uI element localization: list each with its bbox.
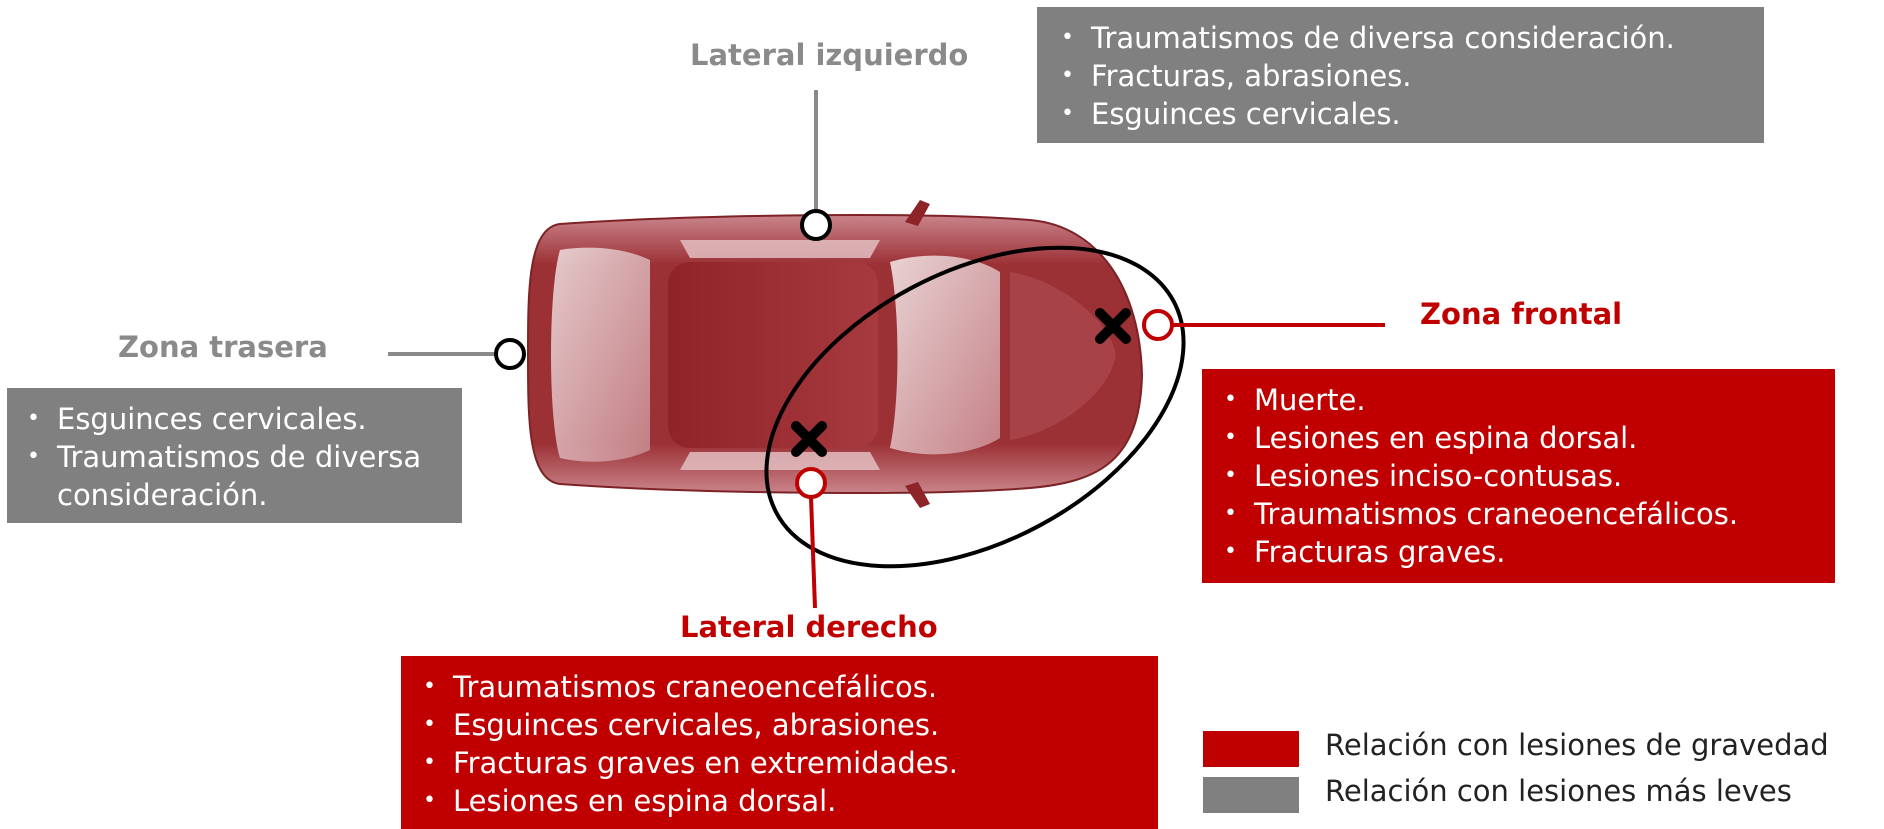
injury-item: Lesiones en espina dorsal. [413, 782, 1146, 820]
side-window-right [680, 452, 880, 470]
impact-ellipse [764, 245, 1186, 569]
injury-box-left-side: Traumatismos de diversa consideración. F… [1037, 7, 1764, 143]
injury-item: Traumatismos de diversa consideración. [1051, 19, 1750, 57]
impact-cross-right [791, 421, 827, 457]
injury-item: Fracturas, abrasiones. [1051, 57, 1750, 95]
impact-cross-front [1095, 308, 1131, 344]
injury-item: Traumatismos craneoencefálicos. [413, 668, 1146, 706]
legend-swatch-severe [1203, 731, 1299, 767]
legend-swatch-mild [1203, 777, 1299, 813]
connector-right-side [809, 496, 817, 609]
mirror-right [905, 482, 930, 508]
side-window-left [680, 240, 880, 258]
car-top-view [527, 200, 1144, 508]
marker-front [1142, 309, 1174, 341]
label-right-side: Lateral derecho [680, 610, 938, 644]
injury-item: Lesiones inciso-contusas. [1214, 457, 1823, 495]
injury-item: Traumatismos craneoencefálicos. [1214, 495, 1823, 533]
injury-item: Esguinces cervicales. [17, 400, 452, 438]
windshield [890, 255, 1000, 455]
injury-item: Lesiones en espina dorsal. [1214, 419, 1823, 457]
injury-item: Esguinces cervicales. [1051, 95, 1750, 133]
marker-rear [494, 338, 526, 370]
injury-item: Fracturas graves. [1214, 533, 1823, 571]
legend-label-mild: Relación con lesiones más leves [1325, 774, 1792, 808]
legend-label-severe: Relación con lesiones de gravedad [1325, 728, 1829, 762]
injury-box-rear: Esguinces cervicales. Traumatismos de di… [7, 388, 462, 523]
label-rear: Zona trasera [118, 330, 328, 364]
injury-box-right-side: Traumatismos craneoencefálicos. Esguince… [401, 656, 1158, 829]
injury-item: Muerte. [1214, 381, 1823, 419]
injury-item: Traumatismos de diversa consideración. [17, 438, 452, 514]
injury-box-front: Muerte. Lesiones en espina dorsal. Lesio… [1202, 369, 1835, 583]
injury-item: Fracturas graves en extremidades. [413, 744, 1146, 782]
rear-window [551, 247, 650, 462]
marker-right-side [795, 467, 827, 499]
label-front: Zona frontal [1420, 297, 1623, 331]
mirror-left [905, 200, 930, 226]
car-hood [1010, 272, 1116, 440]
label-left-side: Lateral izquierdo [690, 38, 969, 72]
injury-item: Esguinces cervicales, abrasiones. [413, 706, 1146, 744]
car-roof [668, 262, 878, 448]
marker-left-side [800, 209, 832, 241]
